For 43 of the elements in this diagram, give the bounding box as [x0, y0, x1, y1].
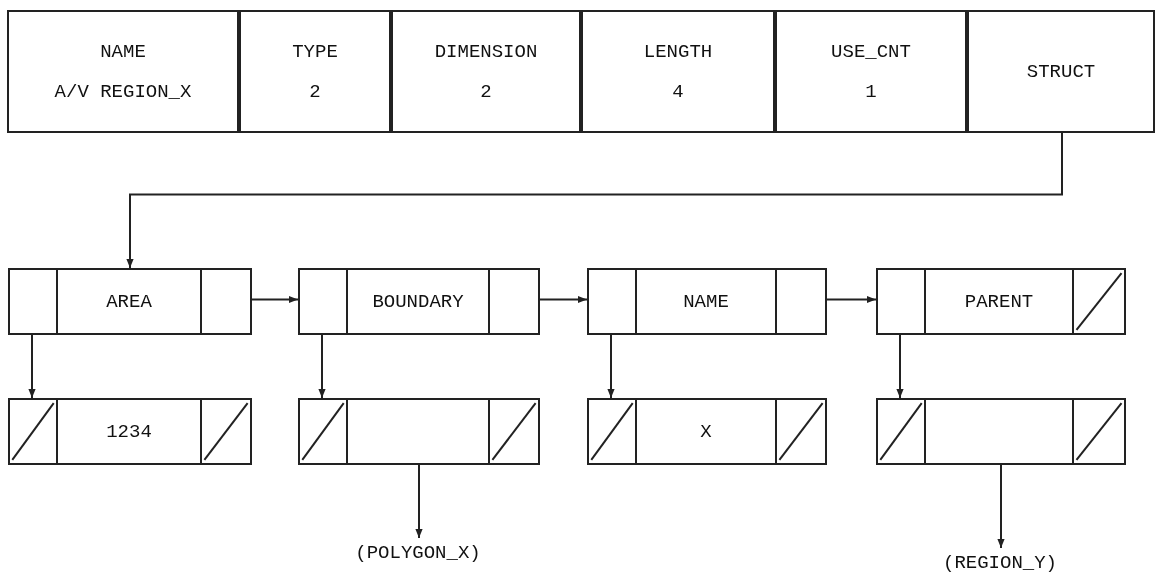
- node-value: BOUNDARY: [372, 290, 464, 313]
- list-node-box: [8, 398, 252, 465]
- table-cell: [7, 10, 239, 133]
- arrow: [896, 334, 904, 399]
- arrow: [997, 464, 1005, 549]
- pointer-target-label: (POLYGON_X): [328, 538, 508, 568]
- node-value: NAME: [683, 290, 729, 313]
- table-cell: [967, 10, 1155, 133]
- table-cell: [239, 10, 391, 133]
- list-node-box: [876, 268, 1126, 335]
- field-name: STRUCT: [1026, 60, 1096, 83]
- arrow: [607, 334, 615, 399]
- arrow: [318, 334, 326, 399]
- field-value: 2: [480, 80, 492, 103]
- table-cell: [581, 10, 775, 133]
- list-node-box: [298, 268, 540, 335]
- field-name: LENGTH: [643, 40, 713, 63]
- field-value: 2: [309, 80, 321, 103]
- field-name: DIMENSION: [434, 40, 538, 63]
- field-value: A/V REGION_X: [54, 80, 192, 103]
- list-node-box: [876, 398, 1126, 465]
- arrow: [826, 295, 877, 304]
- field-name: USE_CNT: [831, 40, 911, 63]
- pointer-target-label: (REGION_Y): [910, 548, 1090, 578]
- field-name: TYPE: [292, 40, 338, 63]
- list-node-box: [8, 268, 252, 335]
- arrow: [126, 132, 1063, 269]
- table-cell: [391, 10, 581, 133]
- arrow: [251, 295, 299, 304]
- field-value: 1: [865, 80, 877, 103]
- table-cell: [775, 10, 967, 133]
- list-node-box: [587, 398, 827, 465]
- node-value: PARENT: [964, 290, 1034, 313]
- arrow: [539, 295, 588, 304]
- node-value: X: [700, 420, 712, 443]
- list-node-box: [298, 398, 540, 465]
- node-value: 1234: [106, 420, 152, 443]
- field-value: 4: [672, 80, 684, 103]
- field-name: NAME: [100, 40, 146, 63]
- arrow: [28, 334, 36, 399]
- node-value: AREA: [106, 290, 152, 313]
- list-node-box: [587, 268, 827, 335]
- arrow: [415, 464, 423, 539]
